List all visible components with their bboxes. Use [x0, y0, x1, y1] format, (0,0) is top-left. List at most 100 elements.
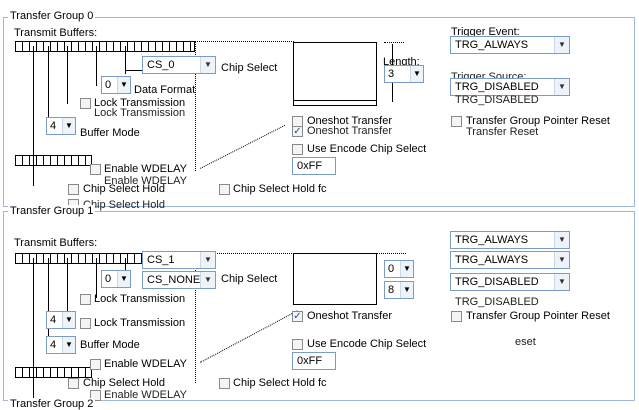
connector-1c	[67, 258, 68, 316]
chip-select-hold-ghost-0: Chip Select Hold	[83, 199, 165, 211]
use-encode-cs-label-1: Use Encode Chip Select	[307, 338, 427, 350]
trigger-source-combo-1[interactable]: TRG_DISABLED ▼	[450, 273, 570, 291]
chevron-down-icon: ▼	[62, 337, 75, 353]
data-format-value-1: 0	[105, 273, 112, 285]
chip-select-hold-label-1: Chip Select Hold	[83, 377, 165, 389]
enable-wdelay-checkbox-0[interactable]	[90, 164, 101, 175]
trigger-source-value-1: TRG_DISABLED	[455, 276, 539, 288]
data-format-spinner-0[interactable]: 0 ▼	[101, 76, 131, 94]
connector-0d	[96, 46, 97, 86]
buffer-detail-divider-0	[293, 100, 376, 101]
pointer-reset-label-0: Transfer Group Pointer Reset	[466, 115, 610, 127]
length-value-1b: 8	[388, 284, 395, 296]
chevron-down-icon: ▼	[117, 77, 130, 93]
pointer-reset-checkbox-0[interactable]	[451, 116, 462, 127]
trigger-event-combo-0[interactable]: TRG_ALWAYS ▼	[450, 36, 570, 54]
chip-select-hold-fc-label-0: Chip Select Hold fc	[233, 183, 327, 195]
chevron-down-icon: ▼	[554, 252, 569, 268]
data-format-spinner-1[interactable]: 0 ▼	[101, 270, 131, 288]
trigger-source-ghost-1: TRG_DISABLED	[455, 296, 539, 308]
connector-1b	[48, 258, 49, 342]
transfer-group-1-title: Transfer Group 1	[8, 205, 96, 217]
transfer-group-0-title: Transfer Group 0	[8, 10, 96, 22]
buffer-dotted-vert-0	[195, 41, 196, 171]
connector-1d	[96, 258, 97, 298]
buffer-mode-spinner-1[interactable]: 4 ▼	[46, 311, 76, 329]
transfer-group-2-title: Transfer Group 2	[8, 398, 96, 410]
enable-wdelay-checkbox-1[interactable]	[90, 359, 101, 370]
trigger-source-combo-0[interactable]: TRG_DISABLED ▼	[450, 78, 570, 96]
connector-0e-h	[125, 70, 143, 71]
trigger-event-value-1b: TRG_ALWAYS	[455, 254, 529, 266]
encode-value-field-0[interactable]: 0xFF	[292, 157, 336, 175]
buffer-dotted-top-1	[194, 253, 294, 254]
chevron-down-icon: ▼	[554, 37, 569, 53]
chevron-down-icon: ▼	[62, 312, 75, 328]
connector-0c	[67, 46, 68, 104]
chevron-down-icon: ▼	[62, 118, 75, 134]
spin-arrows-icon: ▼	[400, 282, 413, 298]
length-spinner-1[interactable]: 0 ▼	[384, 260, 414, 278]
oneshot-transfer-ghost-check-0: ✓	[292, 126, 303, 137]
chip-select-combo-1[interactable]: CS_1 ▼	[142, 251, 216, 269]
connector-1e	[125, 258, 126, 272]
chip-select-combo-0[interactable]: CS_0 ▼	[142, 56, 216, 74]
chip-select-hold-fc-label-1: Chip Select Hold fc	[233, 377, 327, 389]
chip-select-label-0: Chip Select	[221, 62, 278, 74]
chip-select-hold-label-0: Chip Select Hold	[83, 183, 165, 195]
chip-select-hold-fc-checkbox-0[interactable]	[219, 184, 230, 195]
enable-wdelay-ghost-checkbox-1	[90, 390, 101, 401]
buffer-mode-value-1b: 4	[50, 339, 57, 351]
chevron-down-icon: ▼	[554, 79, 569, 95]
encode-value-field-1[interactable]: 0xFF	[292, 352, 336, 370]
transmit-buffer-bar-0	[15, 41, 195, 52]
oneshot-transfer-checkbox-1[interactable]: ✓	[292, 311, 303, 322]
trigger-event-combo-1b[interactable]: TRG_ALWAYS ▼	[450, 251, 570, 269]
lock-transmission-checkbox-0[interactable]	[80, 98, 91, 109]
lock-transmission-label-1b: Lock Transmission	[94, 317, 186, 329]
lock-transmission-checkbox-1b[interactable]	[80, 318, 91, 329]
transmit-buffer-bar-bottom-1	[15, 367, 92, 378]
transmit-buffers-label-1: Transmit Buffers:	[14, 237, 98, 249]
buffer-detail-box-1	[293, 253, 377, 305]
chip-select-hold-checkbox-0[interactable]	[68, 184, 79, 195]
trigger-source-ghost-0: TRG_DISABLED	[455, 94, 539, 106]
transfer-group-0-frame	[3, 17, 635, 207]
spin-arrows-icon: ▼	[400, 261, 413, 277]
buffer-mode-label-1: Buffer Mode	[80, 339, 140, 351]
transmit-buffers-label-0: Transmit Buffers:	[14, 27, 98, 39]
use-encode-cs-checkbox-1[interactable]	[292, 339, 303, 350]
oneshot-transfer-ghost-0: Oneshot Transfer	[307, 125, 392, 137]
transmit-buffer-bar-bottom-0	[15, 155, 92, 166]
buffer-dotted-vert-1	[195, 253, 196, 383]
chip-select-ghost-combo-1: CS_NONE ▼	[142, 271, 216, 289]
buffer-mode-spinner-0[interactable]: 4 ▼	[46, 117, 76, 135]
chip-select-hold-checkbox-1[interactable]	[68, 378, 79, 389]
data-format-label-0: Data Format	[134, 84, 196, 96]
buffer-detail-box-0	[293, 42, 377, 106]
pointer-reset-checkbox-1[interactable]	[451, 311, 462, 322]
trigger-event-value-1: TRG_ALWAYS	[455, 234, 529, 246]
length-spinner-0[interactable]: 3 ▼	[384, 65, 424, 83]
buffer-mode-label-0: Buffer Mode	[80, 127, 140, 139]
buffer-mode-value-1: 4	[50, 314, 57, 326]
buffer-dotted-top-0	[194, 41, 294, 42]
trigger-event-label-0: Trigger Event:	[451, 26, 520, 38]
chevron-down-icon: ▼	[200, 272, 215, 288]
chip-select-value-1: CS_1	[147, 254, 175, 266]
length-bracket-1	[376, 253, 406, 254]
spin-arrows-icon: ▼	[410, 66, 423, 82]
chevron-down-icon: ▼	[117, 271, 130, 287]
pointer-reset-label-1: Transfer Group Pointer Reset	[466, 310, 610, 322]
buffer-mode-spinner-1b[interactable]: 4 ▼	[46, 336, 76, 354]
length-spinner-1b[interactable]: 8 ▼	[384, 281, 414, 299]
lock-transmission-checkbox-1[interactable]	[80, 294, 91, 305]
connector-0b	[48, 46, 49, 130]
use-encode-cs-checkbox-0[interactable]	[292, 144, 303, 155]
buffer-mode-value-0: 4	[50, 120, 57, 132]
trigger-event-combo-1[interactable]: TRG_ALWAYS ▼	[450, 231, 570, 249]
chip-select-hold-fc-checkbox-1[interactable]	[219, 378, 230, 389]
use-encode-cs-label-0: Use Encode Chip Select	[307, 143, 427, 155]
chip-select-value-0: CS_0	[147, 59, 175, 71]
chip-select-ghost-value-1: CS_NONE	[147, 274, 201, 286]
